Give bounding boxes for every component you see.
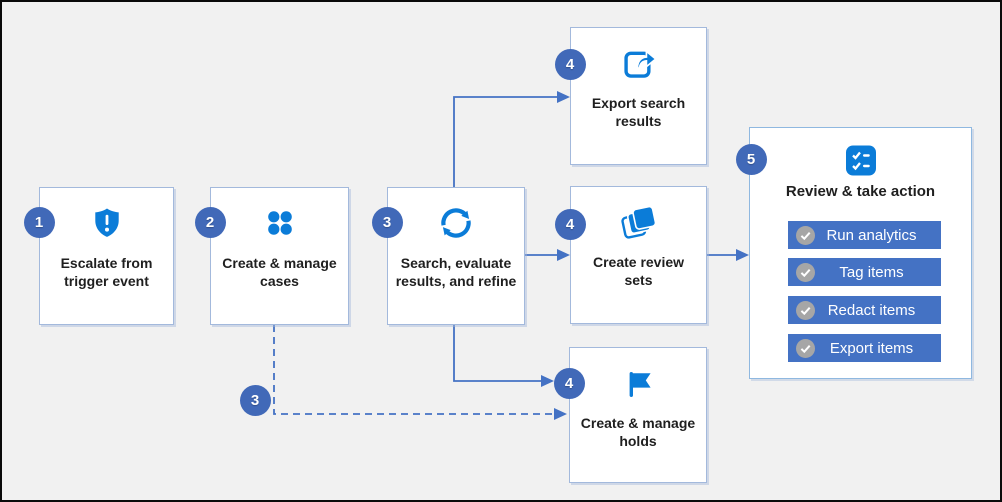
- connector-search-to-holds: [453, 325, 542, 382]
- arrowhead-reviewsets: [557, 249, 570, 261]
- node-create-manage-holds: Create & manage holds: [569, 347, 707, 483]
- case-dots-icon: [267, 204, 293, 242]
- action-tag-items: Tag items: [788, 258, 941, 286]
- check-circle-icon: [796, 262, 815, 287]
- check-circle-icon: [796, 338, 815, 363]
- connector-cases-to-holds-dashed: [273, 325, 553, 415]
- action-label: Tag items: [839, 263, 904, 281]
- step-badge-4-reviewsets: 4: [554, 208, 586, 240]
- action-label: Redact items: [827, 301, 916, 319]
- node-escalate-from-trigger-event: Escalate from trigger event: [39, 187, 174, 325]
- export-icon: [621, 44, 657, 82]
- arrowhead-holds-solid: [541, 375, 554, 387]
- arrowhead-review: [736, 249, 749, 261]
- node-label: Create & manage cases: [222, 255, 337, 290]
- arrowhead-holds-dashed: [554, 408, 567, 420]
- node-search-evaluate-refine: Search, evaluate results, and refine: [387, 187, 525, 325]
- panel-review-take-action: Review & take action Run analytics Tag i…: [749, 127, 972, 379]
- action-redact-items: Redact items: [788, 296, 941, 324]
- node-label: Escalate from trigger event: [60, 255, 153, 290]
- step-badge-3: 3: [371, 206, 403, 238]
- node-export-search-results: Export search results: [570, 27, 707, 165]
- check-circle-icon: [796, 225, 815, 250]
- review-sets-icon: [618, 203, 660, 241]
- node-label: Export search results: [591, 95, 686, 130]
- node-label: Search, evaluate results, and refine: [395, 255, 517, 290]
- step-badge-2: 2: [194, 206, 226, 238]
- step-badge-4-holds: 4: [553, 367, 585, 399]
- node-create-manage-cases: Create & manage cases: [210, 187, 349, 325]
- action-export-items: Export items: [788, 334, 941, 362]
- hold-flag-icon: [622, 364, 654, 402]
- node-label: Create & manage holds: [580, 415, 696, 450]
- shield-alert-icon: [90, 204, 124, 242]
- node-create-review-sets: Create review sets: [570, 186, 707, 324]
- action-run-analytics: Run analytics: [788, 221, 941, 249]
- check-circle-icon: [796, 300, 815, 325]
- step-badge-3-branch: 3: [239, 384, 271, 416]
- step-badge-5: 5: [735, 143, 767, 175]
- connector-search-to-export: [453, 96, 558, 187]
- arrowhead-export: [557, 91, 570, 103]
- action-label: Run analytics: [826, 226, 917, 244]
- step-badge-4-export: 4: [554, 48, 586, 80]
- action-label: Export items: [829, 339, 914, 357]
- step-badge-1: 1: [23, 206, 55, 238]
- panel-title: Review & take action: [785, 183, 936, 200]
- review-checklist-icon: [845, 145, 876, 181]
- node-label: Create review sets: [592, 254, 685, 289]
- sync-icon: [437, 204, 475, 242]
